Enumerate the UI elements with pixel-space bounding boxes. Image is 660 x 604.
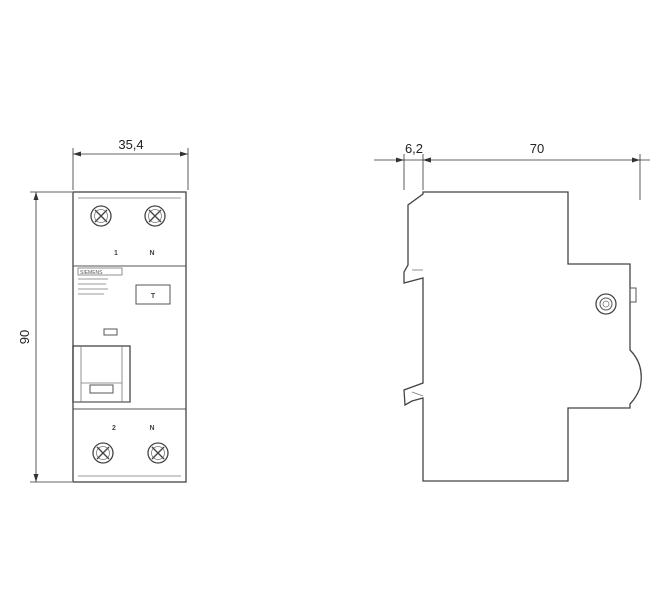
front-body-outline — [72, 191, 187, 483]
dimension-label-width: 35,4 — [118, 137, 143, 152]
svg-text:SIEMENS: SIEMENS — [80, 270, 103, 276]
dimension-front-height: 90 — [17, 191, 72, 483]
brand-label: SIEMENS — [77, 267, 123, 295]
side-screw — [595, 293, 617, 315]
terminal-label-1: 1 — [114, 250, 118, 257]
terminal-label-2: 2 — [112, 425, 116, 432]
screw-terminal-bottom-left — [92, 442, 114, 464]
dimension-label-offset: 6,2 — [405, 141, 423, 156]
terminal-label-n-bottom: N — [149, 425, 154, 432]
screw-terminal-top-right — [144, 205, 166, 227]
dimension-label-height: 90 — [17, 330, 32, 344]
toggle-lever — [72, 345, 131, 403]
screw-terminal-top-left — [90, 205, 112, 227]
screw-terminal-bottom-right — [147, 442, 169, 464]
side-view — [403, 191, 642, 482]
terminal-label-n-top: N — [149, 250, 154, 257]
status-indicator — [103, 328, 118, 336]
dimension-label-depth: 70 — [530, 141, 544, 156]
dimension-side: 6,2 70 — [374, 141, 650, 200]
test-button: T — [135, 284, 171, 305]
dimension-front-width: 35,4 — [72, 137, 189, 190]
side-tab — [629, 287, 637, 303]
front-view: 1 N SIEMENS T 2 N — [72, 191, 187, 483]
side-body-outline — [403, 191, 642, 482]
test-button-label: T — [151, 293, 156, 300]
